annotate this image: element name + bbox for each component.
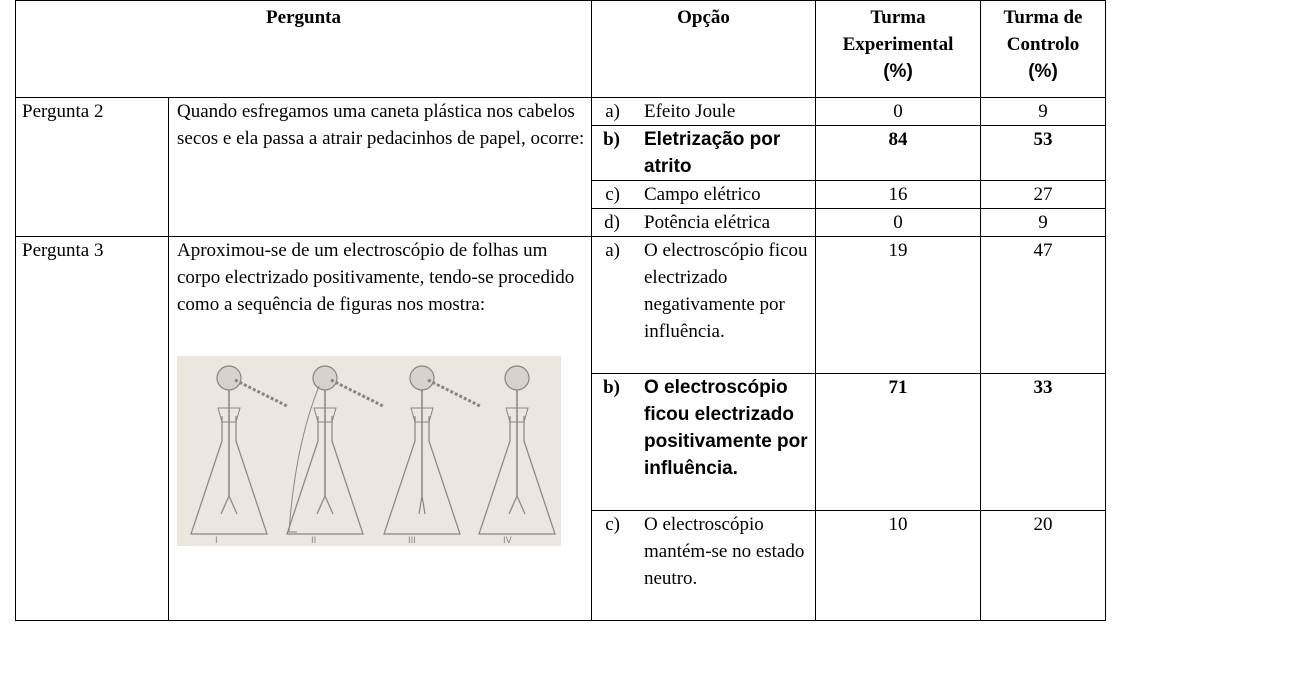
option-text: Efeito Joule <box>644 101 736 122</box>
electroscope-leaf <box>316 495 326 515</box>
experimental-value: 16 <box>815 180 981 209</box>
table-row: b) O electroscópio ficou electrizado posi… <box>16 373 1106 511</box>
experimental-value: 10 <box>815 510 981 621</box>
controlo-value: 27 <box>980 180 1106 209</box>
option-cell: c) O electroscópio mantém-se no estado ne… <box>591 510 816 621</box>
option-text: O electroscópio ficou electrizado positi… <box>644 377 808 479</box>
electroscope-leaf <box>324 495 334 515</box>
flask-outline <box>478 416 556 535</box>
experimental-value: 19 <box>815 236 981 374</box>
controlo-value: 33 <box>980 373 1106 511</box>
header-opcao: Opção <box>591 0 816 98</box>
controlo-value: 9 <box>980 208 1106 237</box>
table-row: b) Eletrização por atrito 84 53 <box>16 125 1106 181</box>
header-controlo-line1: Turma de <box>1003 7 1083 28</box>
experimental-value: 84 <box>815 125 981 181</box>
flask-outline <box>190 416 268 535</box>
figure-label: IV <box>503 536 513 546</box>
figure-label: II <box>311 536 316 546</box>
charged-rod <box>234 378 288 408</box>
table-row: Pergunta 2 Quando esfregamos uma caneta … <box>15 97 1106 237</box>
electroscope-leaf <box>228 495 238 515</box>
figure-label: III <box>408 536 416 546</box>
option-letter: c) <box>605 184 620 205</box>
charged-rod <box>330 378 384 408</box>
header-controlo-unit: (%) <box>1028 61 1058 82</box>
electroscope-leaf <box>418 495 423 515</box>
controlo-value: 47 <box>980 236 1106 374</box>
flask-stopper <box>410 407 434 423</box>
question-label: Pergunta 3 <box>15 236 169 621</box>
header-turma-experimental: Turma Experimental (%) <box>815 0 981 98</box>
experimental-value: 0 <box>815 208 981 237</box>
header-controlo-line2: Controlo <box>1006 34 1080 55</box>
electroscope-leaf <box>516 495 526 515</box>
header-experimental-line1: Turma <box>870 7 926 28</box>
electroscope-leaf <box>421 495 426 515</box>
option-letter: d) <box>604 212 620 233</box>
option-cell-correct: b) O electroscópio ficou electrizado posi… <box>591 373 816 511</box>
flask-stopper <box>217 407 241 423</box>
flask-outline <box>383 416 461 535</box>
experimental-value: 0 <box>815 97 981 126</box>
option-cell: a) O electroscópio ficou electrizado nega… <box>591 236 816 374</box>
question-text: Aproximou-se de um electroscópio de folh… <box>177 240 575 315</box>
ground-wire <box>288 385 320 533</box>
electroscope-leaf <box>220 495 230 515</box>
charged-rod <box>427 378 481 408</box>
electroscope-ball <box>504 365 530 391</box>
option-cell: d) Potência elétrica <box>591 208 816 237</box>
option-text: Potência elétrica <box>644 212 771 233</box>
table-row: c) O electroscópio mantém-se no estado ne… <box>16 510 1106 621</box>
header-row: Pergunta Opção Turma Experimental (%) Tu… <box>15 0 1106 98</box>
electroscope-ball <box>409 365 435 391</box>
option-letter: b) <box>603 377 620 398</box>
option-text: O electroscópio mantém-se no estado neut… <box>644 514 805 589</box>
table-row: c) Campo elétrico 16 27 <box>16 180 1106 209</box>
option-text: Campo elétrico <box>644 184 761 205</box>
flask-stopper <box>313 407 337 423</box>
option-cell-correct: b) Eletrização por atrito <box>591 125 816 181</box>
header-turma-controlo: Turma de Controlo (%) <box>980 0 1106 98</box>
electroscope-ball <box>312 365 338 391</box>
electroscope-leaf <box>508 495 518 515</box>
option-letter: c) <box>605 514 620 535</box>
header-pergunta: Pergunta <box>15 0 592 98</box>
experimental-value: 71 <box>815 373 981 511</box>
controlo-value: 20 <box>980 510 1106 621</box>
option-text: Eletrização por atrito <box>644 129 781 177</box>
electroscope-ball <box>216 365 242 391</box>
option-cell: c) Campo elétrico <box>591 180 816 209</box>
option-text: O electroscópio ficou electrizado negati… <box>644 240 808 342</box>
question-text: Quando esfregamos uma caneta plástica no… <box>168 97 592 237</box>
table-row: d) Potência elétrica 0 9 <box>16 208 1106 237</box>
flask-stopper <box>505 407 529 423</box>
results-table: Pergunta Opção Turma Experimental (%) Tu… <box>15 0 1106 621</box>
controlo-value: 53 <box>980 125 1106 181</box>
header-experimental-unit: (%) <box>883 61 913 82</box>
option-letter: a) <box>605 101 620 122</box>
question-label: Pergunta 2 <box>15 97 169 237</box>
figure-label: I <box>215 536 218 546</box>
header-experimental-line2: Experimental <box>842 34 954 55</box>
controlo-value: 9 <box>980 97 1106 126</box>
option-cell: a) Efeito Joule <box>591 97 816 126</box>
table-row: Pergunta 3 Aproximou-se de um electroscó… <box>15 236 1106 621</box>
flask-outline <box>286 416 364 535</box>
option-letter: a) <box>605 240 620 261</box>
question-cell: Aproximou-se de um electroscópio de folh… <box>168 236 592 621</box>
option-letter: b) <box>603 129 620 150</box>
